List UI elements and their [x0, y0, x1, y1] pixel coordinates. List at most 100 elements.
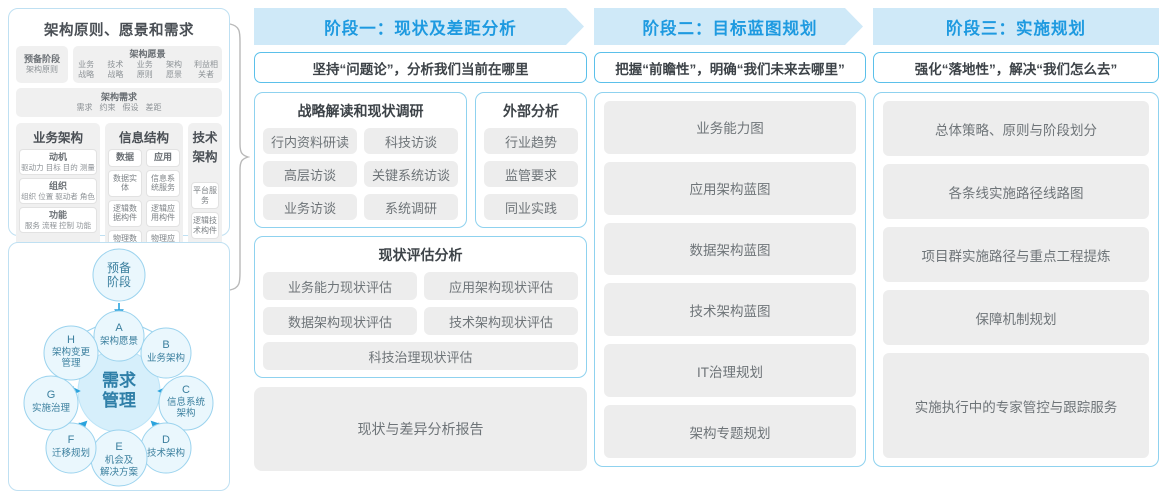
chip-row: 业务能力现状评估 应用架构现状评估 — [263, 272, 578, 307]
chip-item[interactable]: 应用架构蓝图 — [604, 161, 856, 215]
chip-item[interactable]: 监管要求 — [484, 161, 578, 187]
chip-item[interactable]: 应用架构现状评估 — [424, 272, 578, 300]
box-head: 预备阶段 — [23, 54, 60, 64]
chip-row: 行内资料研读 科技访谈 — [263, 128, 458, 161]
sub-item: 需求 — [76, 103, 93, 112]
chip-item[interactable]: 行业趋势 — [484, 128, 578, 154]
chip-item[interactable]: 保障机制规划 — [883, 290, 1149, 346]
sub-item: 测量 — [79, 163, 95, 172]
information-subcolumns: 数据 数据实体 逻辑数据构件 物理数据构件 应用 信息系统服务 逻辑应用构件 物… — [108, 149, 180, 257]
sub-item: 架构愿景 — [165, 60, 182, 79]
strategy-research-panel: 战略解读和现状调研 行内资料研读 科技访谈 高层访谈 关键系统访谈 业务访谈 系… — [254, 92, 467, 228]
group-subs: 服务 流程 控制 功能 — [21, 221, 95, 230]
chip-row: 业务访谈 系统调研 — [263, 194, 458, 220]
column-head: 技术架构 — [192, 131, 218, 164]
chip-item[interactable]: 数据架构蓝图 — [604, 222, 856, 276]
adm-node-g — [23, 375, 79, 431]
chip-item[interactable]: 业务访谈 — [263, 194, 357, 220]
adm-node-label: 预备 — [107, 261, 131, 275]
chip-item[interactable]: 业务能力现状评估 — [263, 272, 417, 300]
chip-item[interactable]: 科技访谈 — [364, 128, 458, 154]
phase-2-subtitle: 把握“前瞻性”，明确“我们未来去哪里” — [594, 52, 866, 83]
chip-item[interactable]: 高层访谈 — [263, 161, 357, 187]
column-head: 业务架构 — [32, 131, 83, 145]
box-sub-list: 业务战略 技术战略 业务原则 架构愿景 利益相关者 — [75, 60, 220, 80]
phase-1-column: 阶段一：现状及差距分析 坚持“问题论”，分析我们当前在哪里 战略解读和现状调研 … — [254, 8, 588, 471]
sub-item: 约束 — [99, 103, 116, 112]
subcolumn-head: 应用 — [146, 149, 180, 167]
phase-2-header-label: 阶段二：目标蓝图规划 — [642, 19, 818, 38]
adm-node-key: H — [67, 334, 75, 346]
togaf-content-framework-panel: 架构原则、愿景和需求 预备阶段 架构原则 架构愿景 业务战略 技术战略 业务原则… — [8, 8, 230, 318]
adm-node-label: 技术架构 — [147, 447, 185, 459]
chip-item[interactable]: 技术架构现状评估 — [424, 307, 578, 335]
chip-item[interactable]: 业务能力图 — [604, 101, 856, 154]
adm-cycle-diagram: 需求 管理 预备 阶段 — [23, 248, 214, 487]
panel-title: 外部分析 — [503, 103, 559, 119]
togaf-group-motivation: 动机 驱动力 目标 目的 测量 — [19, 149, 97, 175]
adm-node-label: 业务架构 — [147, 352, 185, 364]
chip-item[interactable]: IT治理规划 — [604, 344, 856, 398]
phase-2-header: 阶段二：目标蓝图规划 — [594, 8, 867, 45]
sub-item: 功能 — [76, 221, 92, 230]
panel-title: 现状评估分析 — [378, 247, 463, 263]
subcolumn-application: 应用 信息系统服务 逻辑应用构件 物理应用构件 — [146, 149, 180, 257]
adm-node-key: G — [47, 389, 56, 401]
chip-item[interactable]: 科技治理现状评估 — [263, 342, 578, 370]
subcolumn-item: 逻辑应用构件 — [146, 199, 180, 227]
chip-item[interactable]: 数据架构现状评估 — [263, 307, 417, 335]
group-head: 功能 — [48, 210, 67, 220]
adm-node-preliminary — [92, 248, 146, 302]
chip-item[interactable]: 行内资料研读 — [263, 128, 357, 154]
adm-node-key: C — [182, 384, 190, 396]
adm-node-label: 机会及 — [105, 454, 134, 466]
adm-node-h — [43, 325, 99, 381]
chip-item[interactable]: 项目群实施路径与重点工程提炼 — [883, 227, 1149, 283]
box-sub-list: 需求 约束 假设 差距 — [77, 103, 162, 113]
phase-3-body: 总体策略、原则与阶段划分 各条线实施路径线路图 项目群实施路径与重点工程提炼 保… — [873, 92, 1159, 467]
chip-item[interactable]: 关键系统访谈 — [364, 161, 458, 187]
gap-analysis-report-chip[interactable]: 现状与差异分析报告 — [254, 387, 587, 471]
sub-item: 位置 — [38, 192, 54, 201]
external-analysis-panel: 外部分析 行业趋势 监管要求 同业实践 — [475, 92, 587, 228]
chip-item[interactable]: 同业实践 — [484, 194, 578, 220]
current-state-assessment-panel: 现状评估分析 业务能力现状评估 应用架构现状评估 数据架构现状评估 技术架构现状… — [254, 236, 587, 378]
grouping-brace — [229, 23, 250, 291]
phase-3-column: 阶段三：实施规划 强化“落地性”，解决“我们怎么去” 总体策略、原则与阶段划分 … — [873, 8, 1159, 467]
adm-node-label: 架构愿景 — [100, 335, 138, 347]
adm-node-label: 实施治理 — [32, 402, 71, 414]
sub-item: 业务战略 — [78, 60, 95, 79]
adm-node-a — [93, 310, 145, 362]
group-subs: 组织 位置 驱动者 角色 — [21, 192, 95, 201]
chip-item[interactable]: 架构专题规划 — [604, 405, 856, 458]
togaf-box-architecture-vision: 架构愿景 业务战略 技术战略 业务原则 架构愿景 利益相关者 — [73, 46, 222, 83]
subcolumn-data: 数据 数据实体 逻辑数据构件 物理数据构件 — [108, 149, 142, 257]
chevron-right-icon — [845, 8, 867, 45]
phase-1-header-label: 阶段一：现状及差距分析 — [324, 19, 517, 38]
phase-1-subtitle: 坚持“问题论”，分析我们当前在哪里 — [254, 52, 587, 83]
sub-item: 控制 — [59, 221, 75, 230]
sub-item: 业务原则 — [136, 60, 153, 79]
box-head: 架构愿景 — [129, 49, 166, 59]
chip-item[interactable]: 系统调研 — [364, 194, 458, 220]
group-subs: 驱动力 目标 目的 测量 — [21, 163, 95, 172]
phase-3-items-panel: 总体策略、原则与阶段划分 各条线实施路径线路图 项目群实施路径与重点工程提炼 保… — [873, 92, 1159, 467]
sub-item: 技术战略 — [107, 60, 124, 79]
sub-item: 组织 — [21, 192, 37, 201]
tech-item: 逻辑技术构件 — [191, 212, 219, 239]
phase-3-subtitle: 强化“落地性”，解决“我们怎么去” — [873, 52, 1159, 83]
phase-1-upper-row: 战略解读和现状调研 行内资料研读 科技访谈 高层访谈 关键系统访谈 业务访谈 系… — [254, 92, 587, 228]
chip-item[interactable]: 技术架构蓝图 — [604, 283, 856, 337]
adm-node-label: 解决方案 — [100, 466, 139, 478]
chip-item[interactable]: 总体策略、原则与阶段划分 — [883, 101, 1149, 157]
adm-node-label: 管理 — [61, 357, 81, 369]
group-head: 组织 — [48, 181, 67, 191]
phase-1-header: 阶段一：现状及差距分析 — [254, 8, 588, 45]
adm-node-key: B — [162, 339, 169, 351]
adm-node-c — [158, 375, 214, 431]
subcolumn-item: 逻辑数据构件 — [108, 199, 142, 227]
tech-item: 平台服务 — [191, 182, 219, 209]
chip-item[interactable]: 实施执行中的专家管控与跟踪服务 — [883, 353, 1149, 458]
chip-item[interactable]: 各条线实施路径线路图 — [883, 164, 1149, 220]
sub-item: 驱动者 — [55, 192, 78, 201]
